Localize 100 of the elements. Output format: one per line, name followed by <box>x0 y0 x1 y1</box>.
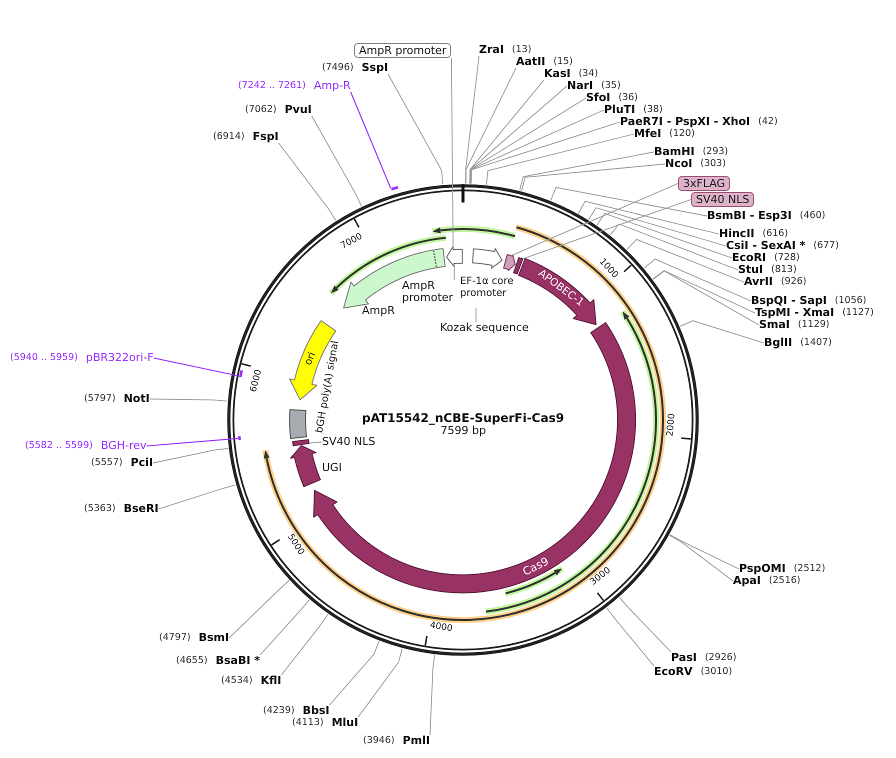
leader-line <box>578 200 720 234</box>
primer-position: (5940 .. 5959) <box>10 352 78 364</box>
leader-line <box>280 614 328 676</box>
leader-line <box>450 58 454 247</box>
enzyme-name: BsmI <box>198 632 230 644</box>
leader-line <box>644 258 752 302</box>
enzyme-name: MluI <box>332 717 358 729</box>
leader-line <box>308 442 322 444</box>
enzyme-name: KflI <box>260 675 282 687</box>
leader-line <box>311 116 362 207</box>
enzyme-name: SspI <box>362 62 388 74</box>
leader-line <box>430 654 436 736</box>
enzyme-name: AatII <box>516 56 546 68</box>
leader-line <box>154 357 240 377</box>
enzyme-name: BspQI - SapI <box>751 295 827 307</box>
feature-label: EF-1α core promoter <box>460 276 514 300</box>
plasmid-name: pAT15542_nCBE-SuperFi-Cas9 <box>362 411 564 425</box>
leader-line <box>454 266 455 280</box>
leader-line <box>652 270 756 314</box>
primer-site-mark <box>238 370 243 377</box>
leader-line <box>618 596 672 652</box>
cut-site-position: (7496) <box>322 62 354 74</box>
cut-site-position: (1127) <box>842 307 874 319</box>
cut-site-position: (2512) <box>794 563 826 575</box>
cut-site-position: (3010) <box>700 666 732 678</box>
cut-site-position: (1407) <box>800 337 832 349</box>
leader-line <box>465 56 480 184</box>
enzyme-name: MfeI <box>634 128 662 140</box>
leader-line <box>652 270 760 326</box>
cut-site-position: (4113) <box>292 717 324 729</box>
enzyme-name: PmlI <box>402 735 430 747</box>
cut-site-position: (293) <box>702 146 728 158</box>
primer-name: pBR322ori-F <box>86 352 154 364</box>
primer-name: BGH-rev <box>100 440 147 452</box>
leader-line <box>596 213 732 258</box>
cut-site-position: (2516) <box>768 575 800 587</box>
leader-line <box>469 80 544 184</box>
enzyme-name: KasI <box>544 68 571 80</box>
tick-label: 6000 <box>250 368 264 394</box>
feature-label: Kozak sequence <box>440 322 529 334</box>
cut-site-position: (5557) <box>91 457 123 469</box>
primer-site-mark <box>238 436 241 441</box>
enzyme-name: EcoRI <box>732 252 766 264</box>
cut-site-position: (2926) <box>704 652 736 664</box>
leader-line <box>588 207 726 246</box>
leader-line <box>152 448 229 464</box>
cut-site-position: (15) <box>553 56 573 68</box>
leader-line <box>519 152 654 191</box>
cut-site-position: (1056) <box>834 295 866 307</box>
leader-line <box>278 142 336 221</box>
enzyme-name: ZraI <box>479 44 504 56</box>
enzyme-name: BbsI <box>302 705 330 717</box>
enzyme-name: NarI <box>567 80 594 92</box>
enzyme-name: PciI <box>130 457 154 469</box>
leader-line <box>521 164 666 192</box>
feature-label: AmpR promoter <box>402 280 458 304</box>
enzyme-name: PspOMI <box>739 563 786 575</box>
enzyme-name: FspI <box>252 131 279 143</box>
feature-label: Cas9 <box>521 555 551 578</box>
cut-site-position: (677) <box>813 240 839 252</box>
leader-line <box>146 438 238 447</box>
cut-site-position: (1129) <box>798 319 830 331</box>
leader-line <box>512 183 678 256</box>
primer-name: Amp-R <box>314 80 351 92</box>
enzyme-name: PaeR7I - PspXI - XhoI <box>620 116 750 128</box>
enzyme-name: BamHI <box>654 146 695 158</box>
cut-site-position: (35) <box>601 80 621 92</box>
cut-site-position: (4655) <box>176 655 208 667</box>
cut-site-position: (13) <box>512 44 532 56</box>
feature-tag: SV40 NLS <box>691 192 754 207</box>
tick-label: 7000 <box>340 232 365 252</box>
leader-line <box>486 134 634 186</box>
cut-site-position: (303) <box>700 158 726 170</box>
leader-line <box>228 580 290 638</box>
enzyme-name: HincII <box>719 228 755 240</box>
enzyme-name: SmaI <box>759 319 790 331</box>
leader-line <box>669 534 734 582</box>
cut-site-position: (7062) <box>245 104 277 116</box>
tick-label: 4000 <box>429 622 454 635</box>
primer-position: (5582 .. 5599) <box>25 440 93 452</box>
leader-line <box>522 199 692 260</box>
leader-line <box>669 534 740 570</box>
enzyme-name: BsaBI * <box>216 655 260 667</box>
cut-site-position: (460) <box>800 210 826 222</box>
enzyme-name: PluTI <box>604 104 636 116</box>
enzyme-name: EcoRV <box>654 666 693 678</box>
enzyme-name: PasI <box>671 652 697 664</box>
enzyme-name: BseRI <box>124 503 159 515</box>
cut-site-position: (4797) <box>159 632 191 644</box>
enzyme-name: TspMI - XmaI <box>755 307 834 319</box>
leader-line <box>680 320 764 344</box>
cut-site-position: (5363) <box>84 503 116 515</box>
leader-line <box>626 238 744 282</box>
leader-line <box>606 607 654 666</box>
leader-line <box>358 648 403 718</box>
leader-line <box>470 98 586 184</box>
leader-line <box>149 398 228 402</box>
feature-label: AmpR <box>362 305 395 317</box>
enzyme-name: PvuI <box>284 104 312 116</box>
enzyme-name: NotI <box>124 393 150 405</box>
